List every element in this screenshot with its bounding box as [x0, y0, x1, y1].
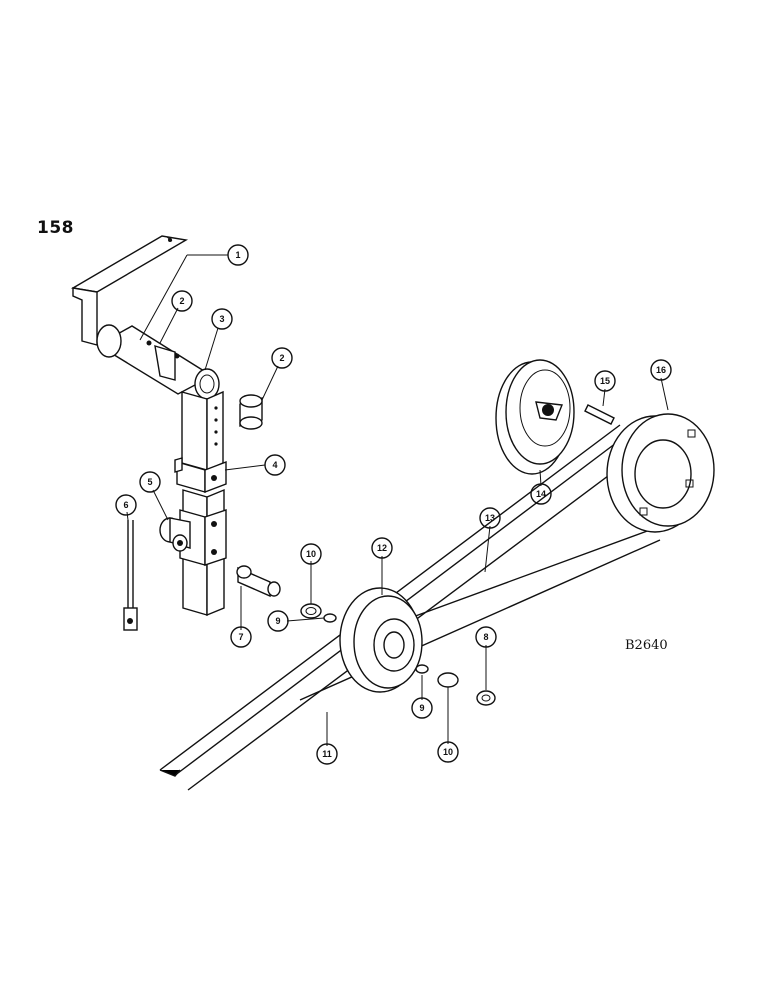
callout-4: 4	[264, 454, 286, 476]
callout-label: 4	[272, 460, 277, 470]
callout-15: 15	[594, 370, 616, 392]
callout-label: 10	[443, 747, 453, 757]
idler-pulley	[339, 587, 423, 693]
callout-3: 3	[211, 308, 233, 330]
callout-2b: 2	[271, 347, 293, 369]
callout-9a: 9	[267, 610, 289, 632]
callout-label: 16	[656, 365, 666, 375]
callout-8: 8	[475, 626, 497, 648]
callout-label: 15	[600, 376, 610, 386]
key	[584, 404, 615, 425]
callout-9b: 9	[411, 697, 433, 719]
callout-label: 3	[219, 314, 224, 324]
drawing-code: B2640	[625, 638, 668, 653]
callout-label: 9	[419, 703, 424, 713]
callout-label: 9	[275, 616, 280, 626]
callout-10a: 10	[300, 543, 322, 565]
leader-lines	[126, 254, 669, 746]
callout-label: 2	[179, 296, 184, 306]
callout-label: 2	[279, 353, 284, 363]
callout-12: 12	[371, 537, 393, 559]
callout-11: 11	[316, 743, 338, 765]
adjusting-bolt	[123, 520, 138, 631]
large-pulley	[606, 413, 715, 533]
page-number: 158	[37, 218, 74, 238]
callout-1: 1	[227, 244, 249, 266]
callout-5: 5	[139, 471, 161, 493]
upright-tube	[96, 324, 227, 617]
mounting-bracket	[70, 235, 189, 346]
pivot-body	[159, 517, 191, 552]
callout-14: 14	[530, 483, 552, 505]
callout-label: 7	[238, 632, 243, 642]
idler-shaft	[236, 565, 281, 598]
callout-10b: 10	[437, 741, 459, 763]
drive-sheave	[495, 359, 575, 475]
bearing-lower	[415, 664, 496, 706]
callout-label: 5	[147, 477, 152, 487]
callout-2a: 2	[171, 290, 193, 312]
callout-label: 10	[306, 549, 316, 559]
callout-13: 13	[479, 507, 501, 529]
callout-16: 16	[650, 359, 672, 381]
callout-label: 8	[483, 632, 488, 642]
callout-7: 7	[230, 626, 252, 648]
callout-label: 6	[123, 500, 128, 510]
callout-label: 1	[235, 250, 240, 260]
callout-label: 11	[322, 749, 332, 759]
bearing-upper	[300, 603, 337, 623]
bushing	[239, 394, 263, 430]
callout-6: 6	[115, 494, 137, 516]
callout-label: 12	[377, 543, 387, 553]
callout-label: 13	[485, 513, 495, 523]
callout-label: 14	[536, 489, 546, 499]
